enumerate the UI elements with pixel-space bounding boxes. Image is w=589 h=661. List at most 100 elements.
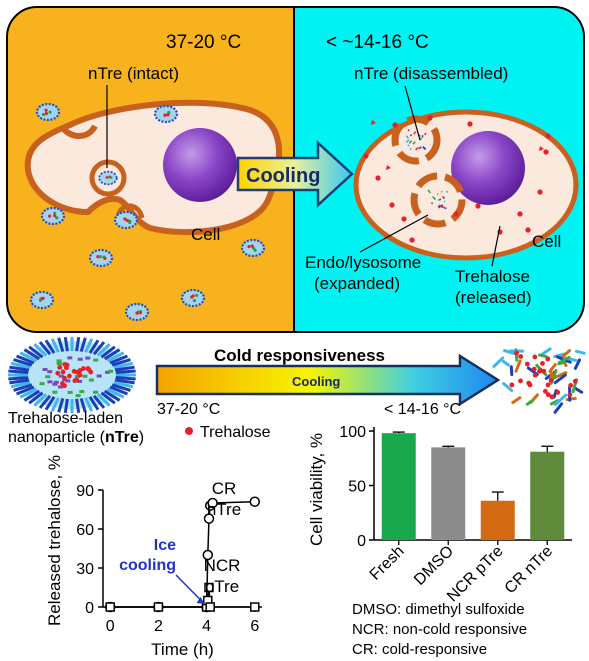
- polymer-fragment: [553, 371, 568, 380]
- peg-chain: [8, 369, 29, 374]
- polymer-fragment: [557, 355, 571, 365]
- nanoparticle-shell: [35, 102, 61, 122]
- nanoparticle-core-dot: [163, 113, 167, 117]
- small-nanoparticle: [88, 248, 114, 268]
- trehalose-dot: [548, 377, 554, 383]
- trehalose-released-label-2: (released): [455, 288, 532, 307]
- release-point-cr: [207, 497, 218, 509]
- peg-chain: [16, 354, 35, 365]
- polymer-fragment: [405, 139, 410, 143]
- trehalose-dot: [531, 366, 537, 372]
- trehalose-dot: [545, 392, 551, 398]
- polymer-fragment: [445, 190, 449, 193]
- trehalose-dot: [538, 368, 544, 374]
- nanoparticle-core-dot: [191, 294, 195, 298]
- peg-chain: [88, 396, 100, 411]
- release-point-ncr: [250, 602, 260, 612]
- warm-temperature: 37-20 °C: [166, 32, 241, 53]
- nanoparticle-body: [14, 341, 130, 409]
- gradient-arrow-label: Cooling: [292, 374, 340, 389]
- nanoparticle-core-dot: [135, 311, 139, 315]
- peg-chain: [111, 383, 131, 392]
- small-nanoparticle: [113, 210, 139, 230]
- polymer-segment: [77, 357, 83, 361]
- release-point-ncr: [205, 602, 215, 612]
- polymer-fragment: [525, 399, 534, 406]
- warm-cell-label: Cell: [191, 225, 220, 244]
- polymer-fragment: [574, 349, 586, 355]
- nanoparticle-core-dot: [98, 255, 102, 259]
- peg-chain: [33, 343, 48, 357]
- ice-cooling-pointer: [175, 574, 205, 604]
- trehalose-dot: [525, 227, 531, 233]
- nanoparticle-core-dot: [166, 113, 170, 117]
- polymer-segment: [56, 359, 62, 363]
- peg-chain: [106, 351, 125, 363]
- peg-chain: [23, 389, 41, 402]
- polymer-segment: [52, 382, 58, 386]
- release-x-label: Time (h): [151, 640, 214, 659]
- polymer-segment: [39, 382, 45, 386]
- warm-nanoparticle-label: nTre (intact): [88, 64, 179, 83]
- polymer-segment: [47, 380, 53, 384]
- peg-chain: [75, 336, 81, 352]
- trehalose-dot: [518, 378, 523, 384]
- trehalose-dot: [545, 356, 551, 362]
- trehalose-dot: [540, 361, 545, 366]
- polymer-segment: [93, 390, 99, 394]
- nanoparticle-core-dot: [105, 176, 109, 179]
- polymer-fragment: [407, 144, 410, 147]
- polymer-fragment: [422, 145, 427, 150]
- peg-chain: [16, 385, 35, 396]
- expanded-endosome-2: [410, 172, 466, 228]
- nanoparticle-caption-2: nanoparticle (nTre): [8, 429, 144, 446]
- polymer-segment: [108, 369, 114, 373]
- cold-cell-label: Cell: [532, 232, 561, 251]
- trehalose-dot: [363, 153, 369, 159]
- temp-left: 37-20 °C: [157, 401, 220, 418]
- cold-responsiveness-title: Cold responsiveness: [214, 346, 385, 365]
- peg-chain: [8, 376, 29, 381]
- nanoparticle-core-dot: [128, 220, 132, 225]
- trehalose-dot: [77, 372, 83, 378]
- small-nanoparticle: [35, 102, 61, 122]
- polymer-segment: [77, 379, 83, 383]
- disassembled-nanoparticle: [492, 347, 586, 414]
- polymer-segment: [56, 361, 62, 365]
- peg-chain: [103, 348, 121, 361]
- cold-temperature: < ~14-16 °C: [326, 32, 429, 53]
- polymer-segment: [79, 390, 85, 394]
- cooling-arrow-label: Cooling: [246, 165, 320, 187]
- trehalose-label-pointer: [491, 225, 501, 267]
- polymer-segment: [65, 379, 71, 383]
- release-point-cr: [203, 513, 215, 524]
- trehalose-dot: [55, 370, 61, 376]
- trehalose-dot: [375, 175, 381, 181]
- trehalose-dot: [518, 354, 524, 359]
- peg-chain: [114, 378, 135, 385]
- nanoparticle-core-dot: [123, 217, 127, 221]
- nanoparticle-core-dot: [38, 298, 43, 302]
- viability-bar: [431, 447, 466, 540]
- polymer-segment: [75, 394, 81, 398]
- peg-chain: [38, 394, 52, 409]
- release-point-cr: [249, 496, 261, 507]
- polymer-fragment: [424, 132, 427, 136]
- trehalose-mark: [386, 165, 391, 170]
- viability-y-tick-label: 100: [339, 424, 366, 441]
- polymer-fragment: [561, 349, 572, 358]
- release-x-tick-label: 2: [154, 618, 163, 635]
- peg-chain: [9, 378, 30, 385]
- trehalose-dot: [568, 383, 573, 388]
- release-y-tick-label: 60: [76, 522, 94, 539]
- peg-chain: [19, 351, 38, 363]
- trehalose-dot: [409, 237, 415, 243]
- polymer-fragment: [553, 402, 564, 414]
- release-series-label: NCR: [204, 556, 241, 575]
- polymer-fragment: [492, 356, 505, 368]
- release-y-tick-label: 90: [76, 483, 94, 500]
- release-x-tick-label: 0: [106, 618, 115, 635]
- ice-cooling-label: cooling: [119, 557, 176, 574]
- trehalose-dot: [545, 382, 551, 388]
- viability-category-label: CR nTre: [502, 543, 556, 597]
